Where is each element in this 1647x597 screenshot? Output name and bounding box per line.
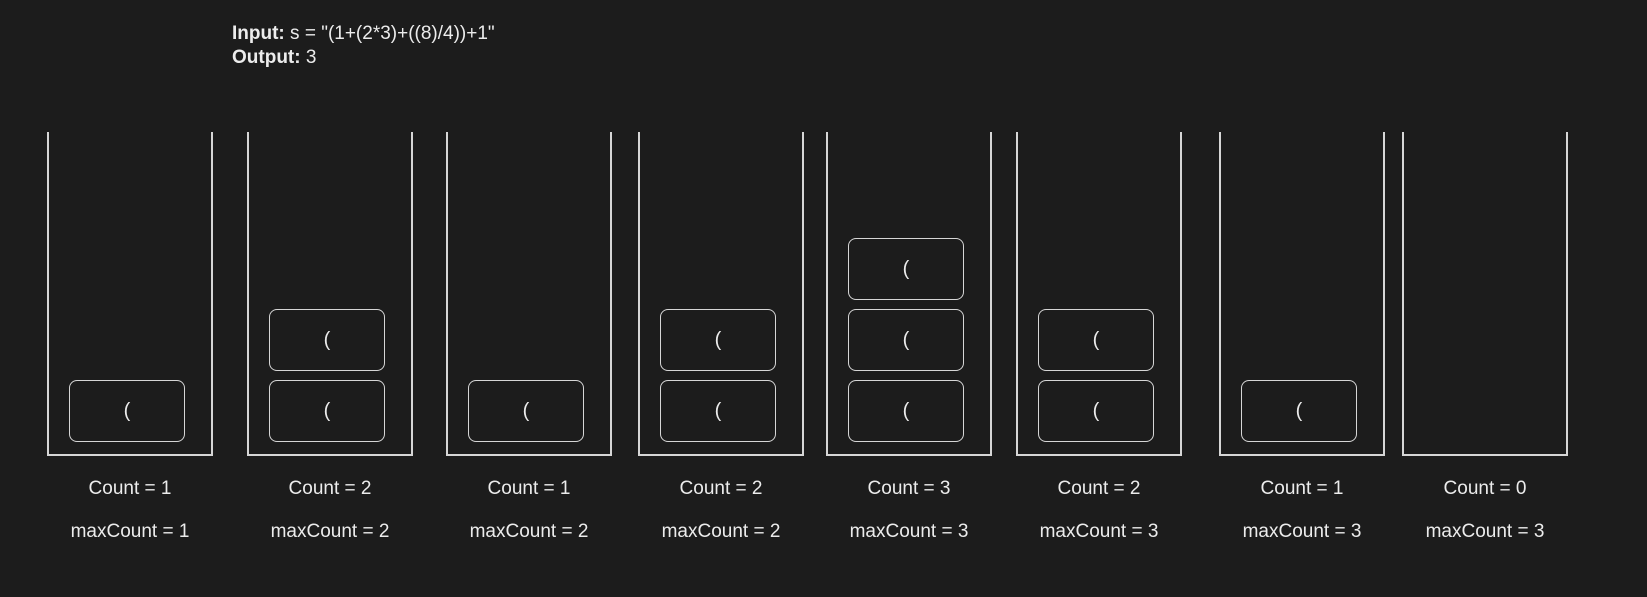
count-label: Count = 2	[679, 478, 763, 499]
stack-item: (	[660, 309, 776, 371]
count-label: Count = 1	[1260, 478, 1344, 499]
max-count-label: maxCount = 3	[849, 521, 969, 542]
problem-header: Input: s = "(1+(2*3)+((8)/4))+1" Output:…	[232, 22, 495, 70]
stack-column: ( ( ( Count = 3 maxCount = 3	[826, 0, 996, 597]
stack-item: (	[1241, 380, 1357, 442]
count-label: Count = 2	[288, 478, 372, 499]
stack-column: ( Count = 1 maxCount = 2	[446, 0, 616, 597]
stack-item: (	[269, 380, 385, 442]
count-label: Count = 3	[867, 478, 951, 499]
stack-column: ( Count = 1 maxCount = 3	[1219, 0, 1389, 597]
max-count-label: maxCount = 3	[1039, 521, 1159, 542]
input-line: Input: s = "(1+(2*3)+((8)/4))+1"	[232, 22, 495, 46]
stack-item: (	[848, 309, 964, 371]
stack-container: ((	[1016, 132, 1182, 456]
output-line: Output: 3	[232, 46, 495, 70]
max-count-label: maxCount = 2	[270, 521, 390, 542]
stack-item: (	[848, 238, 964, 300]
input-value: s = "(1+(2*3)+((8)/4))+1"	[284, 23, 495, 44]
stack-column: Count = 0 maxCount = 3	[1402, 0, 1572, 597]
stack-item: (	[269, 309, 385, 371]
input-label: Input:	[232, 23, 285, 44]
count-label: Count = 1	[487, 478, 571, 499]
max-count-label: maxCount = 1	[70, 521, 190, 542]
max-count-label: maxCount = 3	[1242, 521, 1362, 542]
stack-item: (	[660, 380, 776, 442]
stack-item: (	[69, 380, 185, 442]
stack-container	[1402, 132, 1568, 456]
stack-container: ((	[247, 132, 413, 456]
max-count-label: maxCount = 2	[661, 521, 781, 542]
stack-container: (	[1219, 132, 1385, 456]
max-count-label: maxCount = 3	[1425, 521, 1545, 542]
stack-container: (	[47, 132, 213, 456]
stack-column: ( Count = 1 maxCount = 1	[47, 0, 217, 597]
stack-container: ( ( (	[826, 132, 992, 456]
count-label: Count = 1	[88, 478, 172, 499]
count-label: Count = 0	[1443, 478, 1527, 499]
stack-item: (	[1038, 309, 1154, 371]
count-label: Count = 2	[1057, 478, 1141, 499]
stack-item: (	[1038, 380, 1154, 442]
max-count-label: maxCount = 2	[469, 521, 589, 542]
output-label: Output:	[232, 47, 301, 68]
stack-item: (	[848, 380, 964, 442]
stack-container: (	[446, 132, 612, 456]
output-value: 3	[300, 47, 317, 68]
stack-item: (	[468, 380, 584, 442]
stack-container: ((	[638, 132, 804, 456]
